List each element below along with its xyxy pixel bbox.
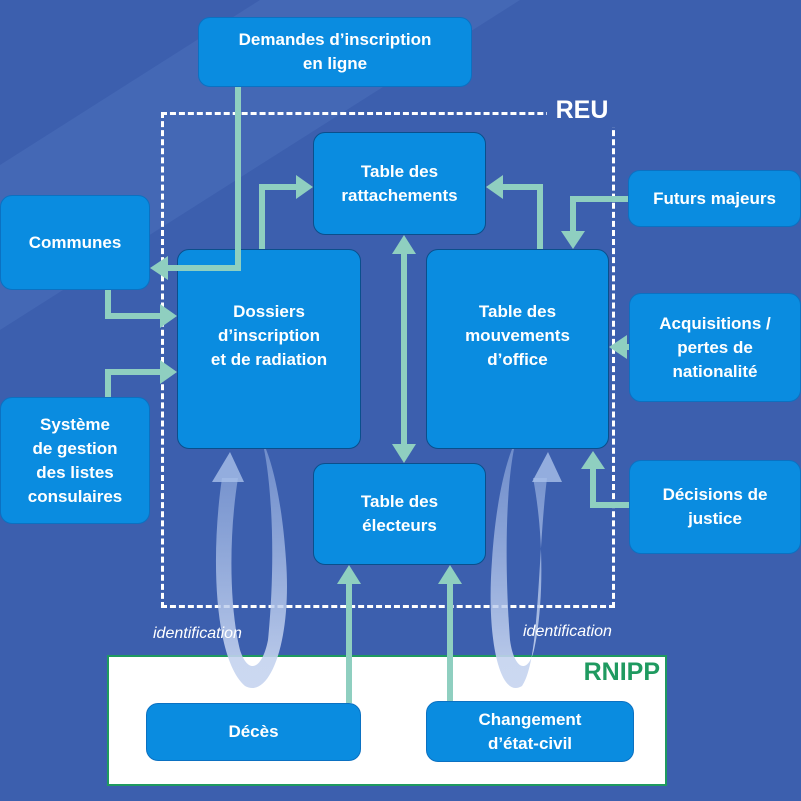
systeme-listes-consulaires-label: Système de gestion des listes consulaire… <box>27 414 123 506</box>
rnipp-label: RNIPP <box>583 658 660 686</box>
identification-loop-right-arrowhead <box>532 452 562 482</box>
reu-label: REU <box>547 93 617 127</box>
arrowhead-dossiers-top <box>160 304 177 328</box>
arrow-futurs-majeurs-to-mouvements <box>570 196 628 234</box>
table-mouvements-label: Table des mouvements d’office <box>465 302 570 369</box>
table-electeurs-box: Table des électeurs <box>313 463 486 565</box>
futurs-majeurs-label: Futurs majeurs <box>653 188 776 208</box>
arrow-dossiers-to-rattachements <box>259 184 300 249</box>
arrowhead-mouvements-right <box>609 335 627 359</box>
identification-loop-left <box>215 440 287 689</box>
arrowhead-rattachements-left <box>296 175 313 199</box>
identification-loop-left-arrowhead <box>212 452 244 482</box>
communes-box: Communes <box>0 195 150 290</box>
table-electeurs-label: Table des électeurs <box>360 492 439 535</box>
identification-loop-right <box>490 440 547 689</box>
arrow-decisions-to-mouvements <box>590 468 629 508</box>
systeme-listes-consulaires-box: Système de gestion des listes consulaire… <box>0 397 150 524</box>
arrowhead-rattachements-right <box>486 175 503 199</box>
table-mouvements-box: Table des mouvements d’office <box>426 249 609 449</box>
demandes-inscription-box: Demandes d’inscription en ligne <box>198 17 472 87</box>
arrow-mouvements-to-rattachements <box>502 184 543 249</box>
communes-label: Communes <box>28 232 122 252</box>
arrowhead-mouvements-top <box>561 231 585 249</box>
arrowhead-electeurs-left <box>337 565 361 584</box>
arrowhead-rattachements-bottom <box>392 235 416 254</box>
reu-frame <box>161 112 615 608</box>
arrowhead-dossiers-bottom <box>160 360 177 384</box>
identification-label-left: identification <box>153 625 242 642</box>
arrowhead-electeurs-right <box>438 565 462 584</box>
arrowhead-communes <box>150 256 168 280</box>
arrow-communes-to-dossiers <box>105 290 164 319</box>
deces-label: Décès <box>228 722 279 741</box>
identification-label-right: identification <box>523 623 612 640</box>
changement-etat-civil-box: Changement d’état-civil <box>426 701 634 762</box>
dossiers-inscription-label: Dossiers d’inscription et de radiation <box>210 302 328 369</box>
arrowhead-mouvements-bottom <box>581 451 605 469</box>
table-rattachements-label: Table des rattachements <box>341 161 458 205</box>
demandes-inscription-label: Demandes d’inscription en ligne <box>238 30 432 73</box>
decisions-justice-box: Décisions de justice <box>629 460 801 554</box>
arrow-demandes-to-communes <box>166 87 241 271</box>
arrow-systeme-to-dossiers <box>105 369 164 397</box>
acquisitions-nationalite-label: Acquisitions / pertes de nationalité <box>659 313 771 381</box>
deces-box: Décès <box>146 703 361 761</box>
changement-etat-civil-label: Changement d’état-civil <box>478 709 582 753</box>
futurs-majeurs-box: Futurs majeurs <box>628 170 801 227</box>
table-rattachements-box: Table des rattachements <box>313 132 486 235</box>
dossiers-inscription-box: Dossiers d’inscription et de radiation <box>177 249 361 449</box>
arrowhead-electeurs-top <box>392 444 416 463</box>
decisions-justice-label: Décisions de justice <box>662 485 768 528</box>
